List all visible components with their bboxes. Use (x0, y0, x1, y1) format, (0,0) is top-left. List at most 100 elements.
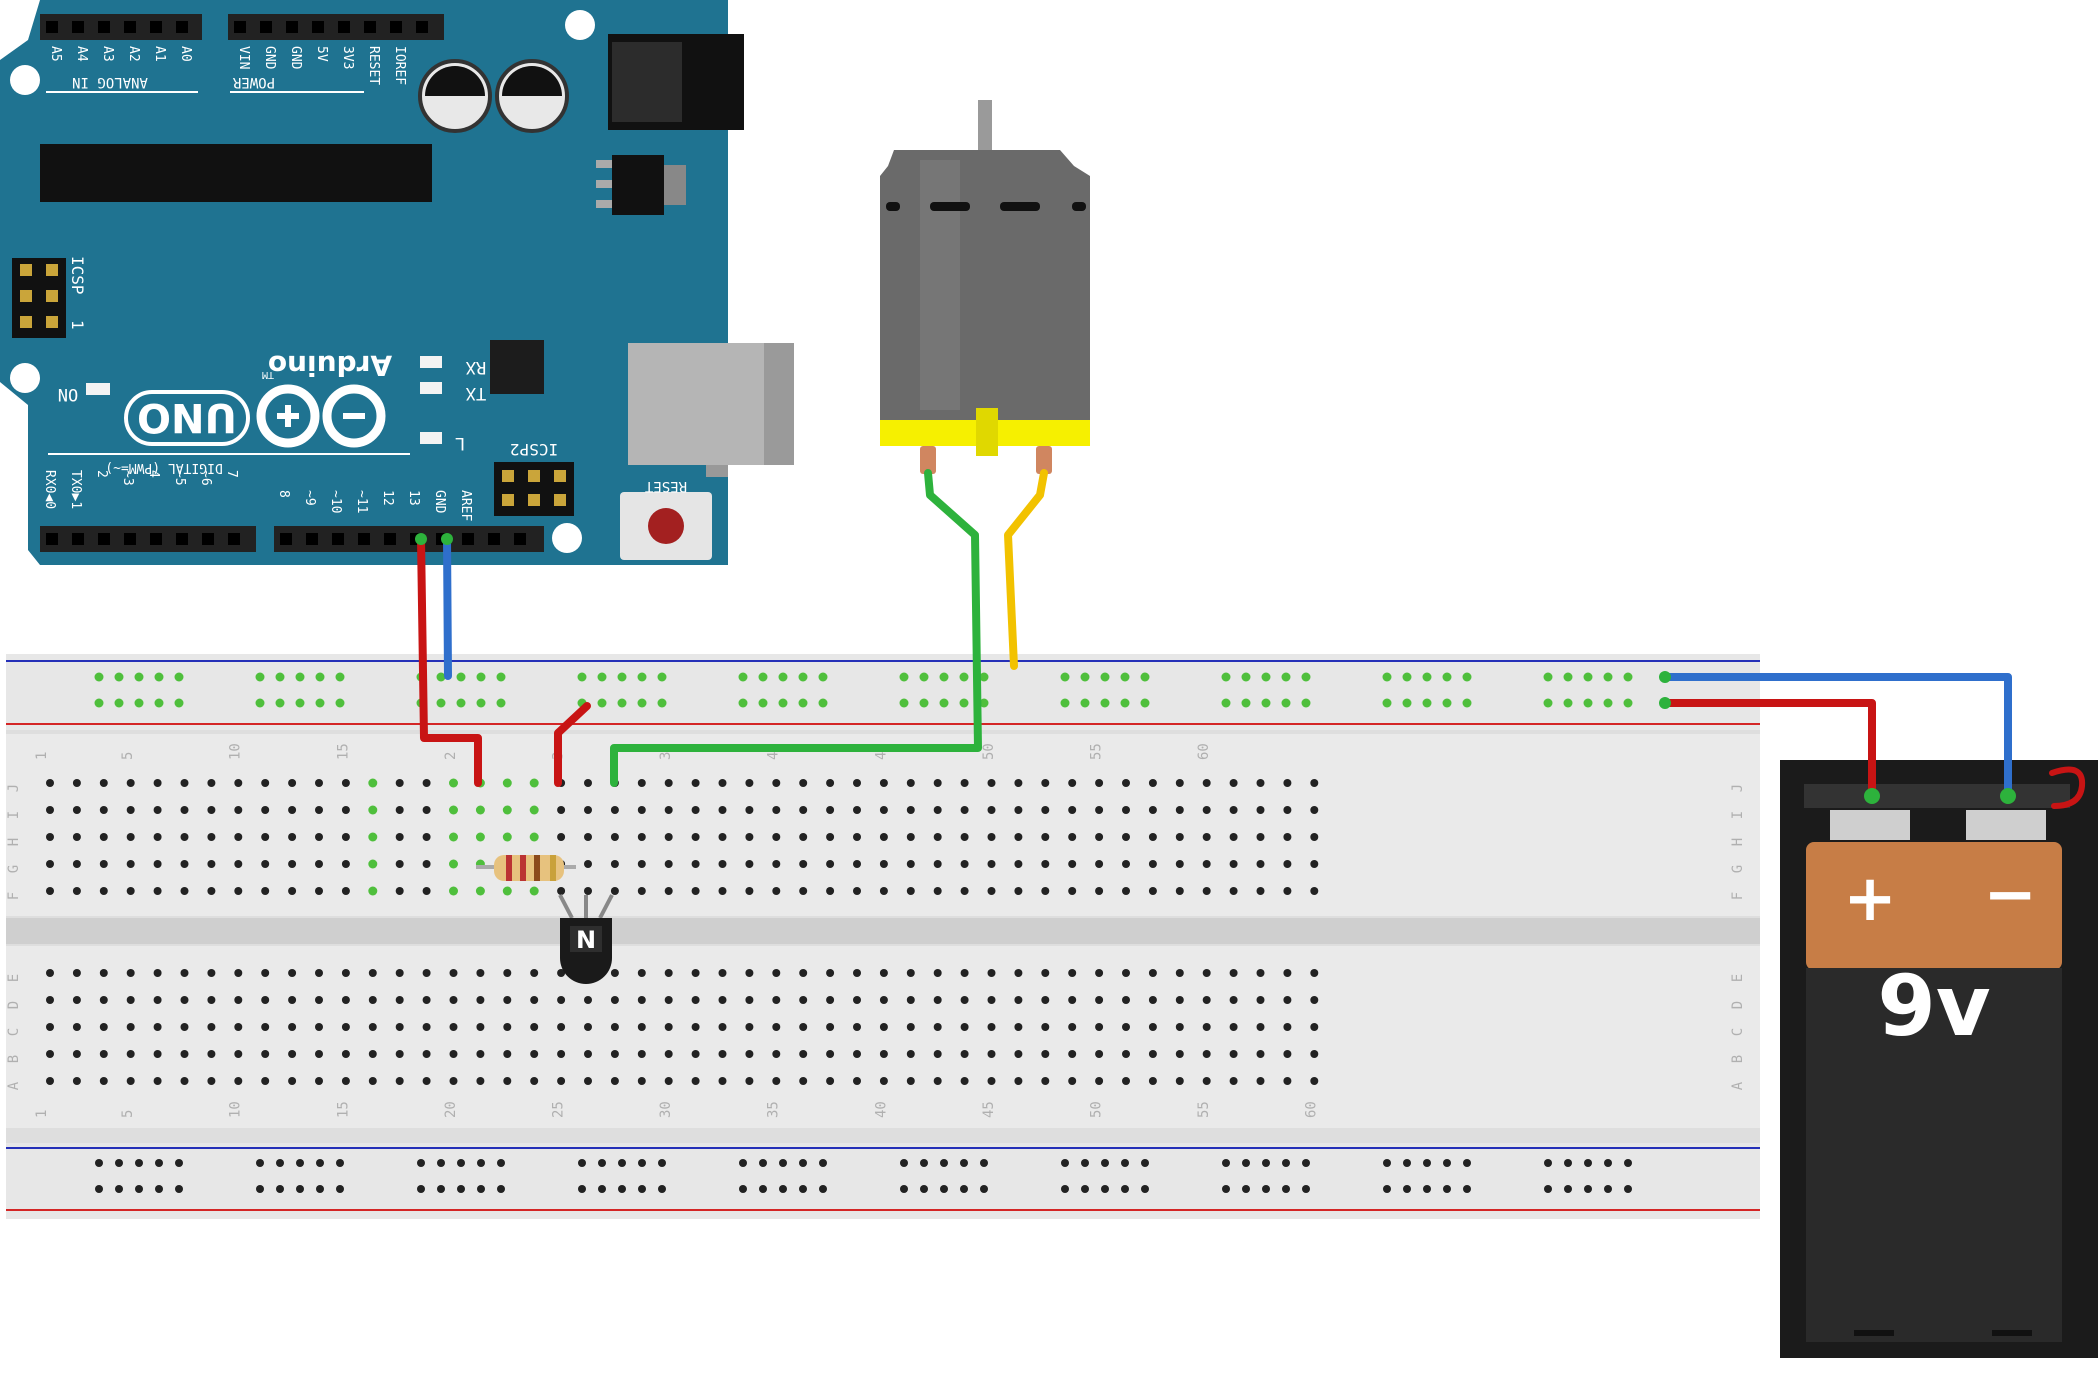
terminal-hole[interactable] (46, 779, 54, 787)
terminal-hole[interactable] (1256, 969, 1265, 977)
terminal-hole[interactable] (234, 806, 243, 814)
terminal-hole[interactable] (234, 1023, 243, 1031)
terminal-hole[interactable] (99, 860, 108, 868)
terminal-hole[interactable] (153, 779, 162, 787)
terminal-hole[interactable] (1068, 833, 1077, 841)
rail-hole[interactable] (1100, 698, 1110, 708)
terminal-hole[interactable] (261, 1023, 270, 1031)
terminal-hole[interactable] (529, 778, 539, 788)
terminal-hole[interactable] (826, 833, 835, 841)
terminal-hole[interactable] (1256, 1050, 1265, 1058)
terminal-hole[interactable] (637, 969, 646, 977)
terminal-hole[interactable] (853, 887, 861, 895)
rail-hole[interactable] (1241, 672, 1251, 682)
terminal-hole[interactable] (799, 860, 808, 868)
rail-hole[interactable] (1543, 698, 1553, 708)
terminal-hole[interactable] (449, 996, 458, 1004)
terminal-hole[interactable] (799, 806, 808, 814)
terminal-hole[interactable] (395, 1077, 404, 1085)
terminal-hole[interactable] (1256, 860, 1265, 868)
rail-hole[interactable] (155, 1185, 163, 1193)
terminal-hole[interactable] (99, 833, 108, 841)
terminal-hole[interactable] (1175, 1077, 1184, 1085)
terminal-hole[interactable] (1148, 1050, 1157, 1058)
terminal-hole[interactable] (879, 1023, 888, 1031)
terminal-hole[interactable] (853, 806, 861, 814)
rail-hole[interactable] (1301, 698, 1311, 708)
rail-hole[interactable] (1623, 672, 1633, 682)
rail-hole[interactable] (899, 672, 909, 682)
terminal-hole[interactable] (1229, 1023, 1238, 1031)
rail-hole[interactable] (1382, 698, 1392, 708)
terminal-hole[interactable] (610, 887, 619, 895)
rail-hole[interactable] (155, 1159, 163, 1167)
terminal-hole[interactable] (502, 778, 512, 788)
terminal-hole[interactable] (449, 1023, 458, 1031)
rail-hole[interactable] (1563, 672, 1573, 682)
terminal-hole[interactable] (1148, 833, 1157, 841)
rail-hole[interactable] (275, 672, 285, 682)
terminal-hole[interactable] (503, 1050, 512, 1058)
terminal-hole[interactable] (772, 860, 781, 868)
rail-hole[interactable] (1564, 1185, 1572, 1193)
terminal-hole[interactable] (315, 996, 323, 1004)
rail-hole[interactable] (477, 1159, 485, 1167)
rail-hole[interactable] (417, 1159, 425, 1167)
terminal-hole[interactable] (126, 1023, 135, 1031)
terminal-hole[interactable] (476, 969, 485, 977)
terminal-hole[interactable] (799, 833, 808, 841)
terminal-hole[interactable] (1095, 969, 1104, 977)
terminal-hole[interactable] (718, 779, 727, 787)
terminal-hole[interactable] (745, 779, 754, 787)
terminal-hole[interactable] (826, 1050, 835, 1058)
terminal-hole[interactable] (637, 860, 646, 868)
terminal-hole[interactable] (664, 860, 673, 868)
terminal-hole[interactable] (1041, 969, 1050, 977)
terminal-hole[interactable] (395, 860, 404, 868)
terminal-hole[interactable] (1041, 1023, 1050, 1031)
terminal-hole[interactable] (368, 1077, 377, 1085)
terminal-hole[interactable] (610, 833, 619, 841)
terminal-hole[interactable] (422, 1023, 431, 1031)
terminal-hole[interactable] (1148, 969, 1157, 977)
rail-hole[interactable] (819, 1185, 827, 1193)
terminal-hole[interactable] (1175, 996, 1184, 1004)
rail-hole[interactable] (1443, 1159, 1451, 1167)
terminal-hole[interactable] (207, 860, 216, 868)
rail-hole[interactable] (335, 672, 345, 682)
terminal-hole[interactable] (395, 969, 404, 977)
terminal-hole[interactable] (1095, 1050, 1104, 1058)
rail-hole[interactable] (497, 1185, 505, 1193)
terminal-hole[interactable] (72, 1050, 81, 1058)
terminal-hole[interactable] (1122, 860, 1130, 868)
rail-hole[interactable] (496, 698, 506, 708)
rail-hole[interactable] (1563, 698, 1573, 708)
terminal-hole[interactable] (1175, 969, 1184, 977)
rail-hole[interactable] (939, 698, 949, 708)
terminal-hole[interactable] (502, 886, 512, 896)
terminal-hole[interactable] (637, 833, 646, 841)
rail-hole[interactable] (134, 672, 144, 682)
terminal-hole[interactable] (1122, 969, 1130, 977)
rail-hole[interactable] (477, 1185, 485, 1193)
terminal-hole[interactable] (772, 779, 781, 787)
terminal-hole[interactable] (1014, 996, 1023, 1004)
terminal-hole[interactable] (422, 969, 431, 977)
rail-hole[interactable] (738, 672, 748, 682)
terminal-hole[interactable] (395, 1050, 404, 1058)
terminal-hole[interactable] (46, 1050, 54, 1058)
terminal-hole[interactable] (99, 1023, 108, 1031)
terminal-hole[interactable] (1283, 969, 1292, 977)
rail-hole[interactable] (617, 698, 627, 708)
terminal-hole[interactable] (503, 969, 512, 977)
terminal-hole[interactable] (234, 1077, 243, 1085)
terminal-hole[interactable] (1283, 779, 1292, 787)
terminal-hole[interactable] (772, 1077, 781, 1085)
terminal-hole[interactable] (475, 832, 485, 842)
terminal-hole[interactable] (906, 1077, 915, 1085)
terminal-hole[interactable] (584, 996, 592, 1004)
terminal-hole[interactable] (234, 860, 243, 868)
terminal-hole[interactable] (341, 1050, 350, 1058)
rail-hole[interactable] (296, 1159, 304, 1167)
terminal-hole[interactable] (395, 996, 404, 1004)
